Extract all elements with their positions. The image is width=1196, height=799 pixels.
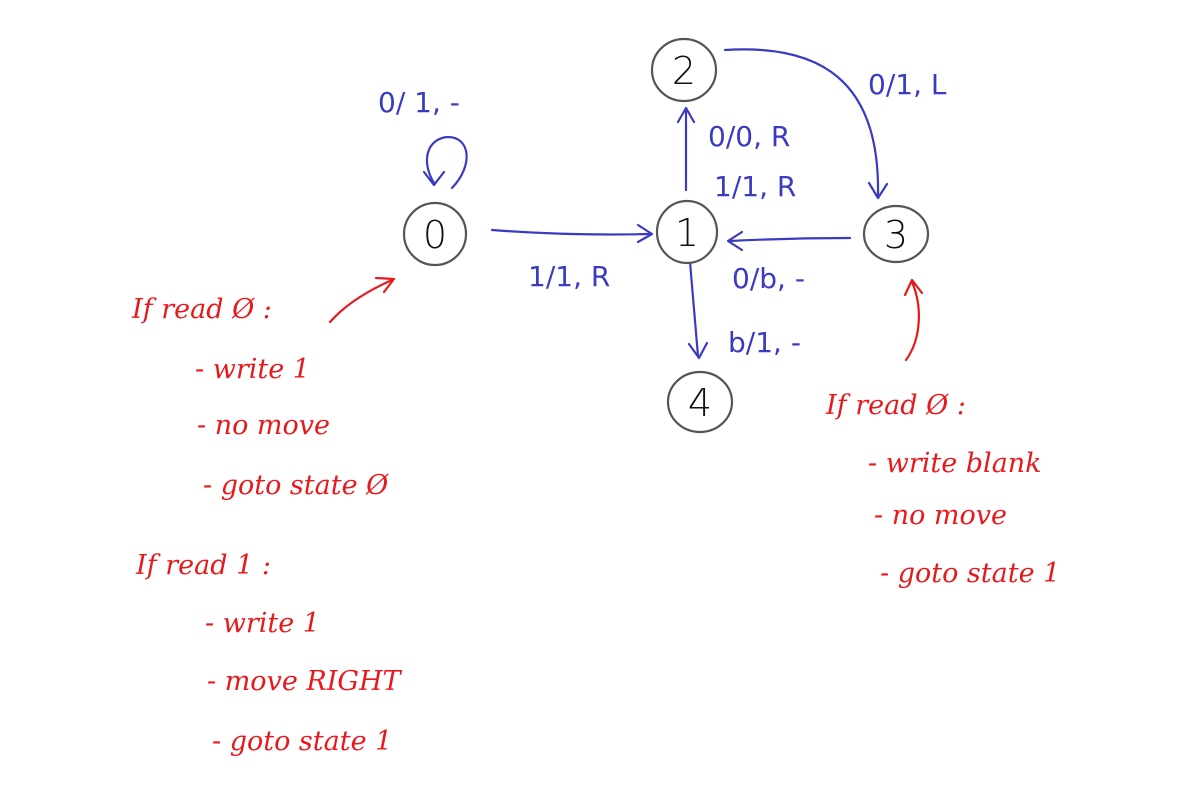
arrowhead-0-1: [636, 223, 654, 244]
arrowhead-1-4: [687, 341, 709, 360]
note-state3-header: If read Ø :: [825, 390, 966, 421]
transition-label-0-0: 0/ 1, -: [378, 86, 460, 119]
edge-3-1: [728, 236, 852, 243]
transition-labels: 0/ 1, - 1/1, R 0/0, R 1/1, R 0/1, L 0/b,…: [378, 68, 947, 359]
note-state0-read0-item-1: - write 1: [195, 354, 310, 385]
note-state0-read0-item-3: - goto state Ø: [203, 470, 389, 501]
state-node-2: 2: [650, 37, 718, 103]
arrowhead-2-3: [867, 181, 889, 200]
state-node-4: 4: [666, 370, 734, 434]
note-state0-read1-header: If read 1 :: [135, 550, 271, 581]
edge-1-4: [688, 260, 700, 358]
arrowhead-3-1: [726, 230, 744, 252]
notes-state0: If read Ø : - write 1 - no move - goto s…: [131, 294, 402, 757]
transition-label-1-2-a: 0/0, R: [708, 120, 790, 153]
arrowhead-0-0: [422, 170, 446, 187]
note-state3-item-3: - goto state 1: [880, 558, 1060, 589]
note-state0-read0-item-2: - no move: [197, 410, 330, 441]
state-node-0: 0: [402, 201, 468, 267]
state-node-3: 3: [862, 204, 930, 264]
note-state0-read1-item-3: - goto state 1: [212, 726, 392, 757]
transition-label-1-4: b/1, -: [728, 326, 801, 359]
note-arrow-state3: [904, 280, 920, 362]
note-state0-read0-header: If read Ø :: [131, 294, 272, 325]
note-state3-item-2: - no move: [874, 500, 1007, 531]
edge-2-3: [723, 48, 880, 197]
transition-label-1-2-b: 1/1, R: [714, 170, 796, 203]
state-label-3: 3: [884, 213, 908, 257]
note-arrowhead-state0: [374, 276, 396, 294]
state-label-0: 0: [423, 213, 447, 257]
state-nodes: 0 1 2 3 4: [402, 37, 930, 434]
state-node-1: 1: [655, 199, 719, 265]
state-label-1: 1: [675, 211, 699, 255]
annotation-arrows: [328, 276, 924, 362]
note-arrow-state0: [328, 278, 394, 324]
transition-edges: [422, 48, 889, 360]
transition-label-2-3: 0/1, L: [868, 68, 947, 101]
notes-state3: If read Ø : - write blank - no move - go…: [825, 390, 1060, 589]
state-label-4: 4: [688, 381, 712, 425]
edge-0-1: [490, 228, 652, 236]
note-state3-item-1: - write blank: [868, 448, 1042, 479]
transition-label-3-1: 0/b, -: [732, 262, 805, 295]
arrowhead-1-2: [676, 106, 696, 124]
note-state0-read1-item-2: - move RIGHT: [207, 666, 402, 697]
note-arrowhead-state3: [903, 278, 924, 297]
state-label-2: 2: [672, 49, 696, 93]
edge-0-0: [425, 135, 468, 190]
transition-label-0-1: 1/1, R: [528, 260, 610, 293]
note-state0-read1-item-1: - write 1: [205, 608, 320, 639]
